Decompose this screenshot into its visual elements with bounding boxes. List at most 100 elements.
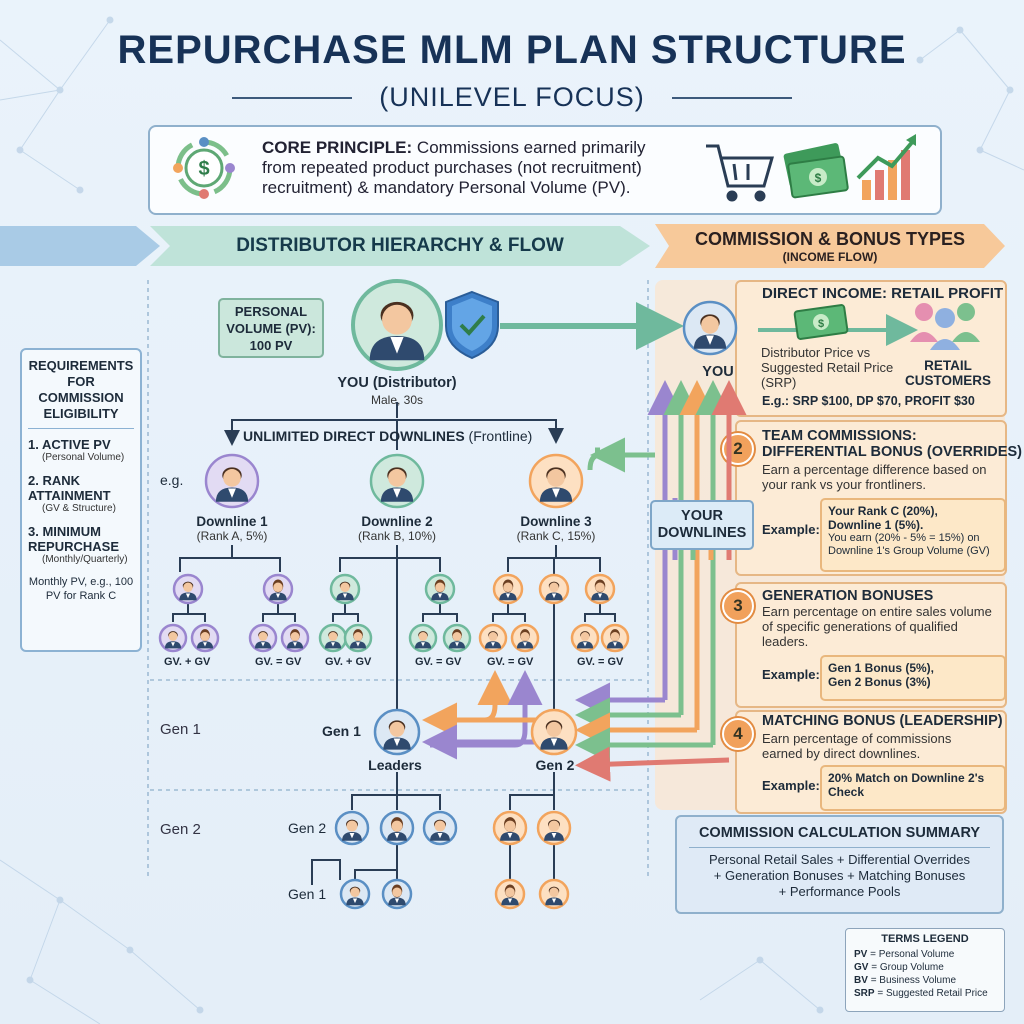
person-avatar-icon <box>536 810 572 846</box>
gen-ex-line2: Gen 2 Bonus (3%) <box>828 675 931 689</box>
downline-3-rank: (Rank C, 15%) <box>516 529 596 543</box>
direct-income-title: DIRECT INCOME: RETAIL PROFIT <box>762 285 1004 302</box>
direct-income-text: Distributor Price vs Suggested Retail Pr… <box>761 345 894 390</box>
terms-legend: TERMS LEGEND PV = Personal Volume GV = G… <box>845 928 1005 1012</box>
person-avatar-icon <box>492 573 524 605</box>
team-title-line2: DIFFERENTIAL BONUS (OVERRIDES) <box>762 444 1022 460</box>
gen1-sub-label: Gen 1 <box>288 886 327 902</box>
person-avatar-icon <box>538 878 570 910</box>
person-avatar-icon <box>538 573 570 605</box>
eg-label: e.g. <box>160 472 184 488</box>
legend-item: SRP = Suggested Retail Price <box>854 988 988 999</box>
person-avatar-icon <box>530 708 578 756</box>
gv-label: GV. = GV <box>415 656 462 668</box>
downline-3-name: Downline 3 <box>520 514 592 529</box>
person-avatar-icon <box>351 279 443 371</box>
person-avatar-icon <box>492 810 528 846</box>
team-example-label: Example: <box>762 522 820 537</box>
team-example-box: Your Rank C (20%), Downline 1 (5%). You … <box>820 498 1006 572</box>
person-avatar-icon <box>528 453 584 509</box>
banner-commission: COMMISSION & BONUS TYPES (INCOME FLOW) <box>655 224 1005 268</box>
you-label: YOU (Distributor) <box>337 375 457 391</box>
leaders-label: Leaders <box>368 757 422 773</box>
matching-example-box: 20% Match on Downline 2's Check <box>820 765 1006 811</box>
page-subtitle: (UNILEVEL FOCUS) <box>379 82 645 112</box>
requirements-box: REQUIREMENTS FOR COMMISSION ELIGIBILITY … <box>20 348 142 652</box>
summary-line3: + Performance Pools <box>778 884 901 899</box>
downline-1-rank: (Rank A, 5%) <box>196 529 268 543</box>
core-line3: recruitment) & mandatory Personal Volume… <box>262 178 631 197</box>
requirement-item: 3. MINIMUM REPURCHASE (Monthly/Quarterly… <box>28 524 128 565</box>
matching-title: MATCHING BONUS (LEADERSHIP) <box>762 713 1003 729</box>
team-commission-title: TEAM COMMISSIONS: DIFFERENTIAL BONUS (OV… <box>762 428 1022 460</box>
person-avatar-icon <box>478 623 508 653</box>
person-avatar-icon <box>682 300 738 356</box>
shield-check-icon <box>445 290 499 360</box>
person-avatar-icon <box>158 623 188 653</box>
generation-title: GENERATION BONUSES <box>762 588 934 604</box>
direct-income-example: E.g.: SRP $100, DP $70, PROFIT $30 <box>762 394 975 408</box>
gen2-row-label: Gen 2 <box>160 821 201 838</box>
gv-label: GV. = GV <box>255 656 302 668</box>
generation-number-badge: 3 <box>722 590 754 622</box>
match-ex-line1: 20% Match on Downline 2's <box>828 771 985 785</box>
subtitle-rule-right <box>672 97 792 99</box>
team-ex-line1: Your Rank C (20%), <box>828 504 938 518</box>
legend-item: GV = Group Volume <box>854 962 944 973</box>
person-avatar-icon <box>408 623 438 653</box>
matching-example-label: Example: <box>762 778 820 793</box>
person-avatar-icon <box>204 453 260 509</box>
person-avatar-icon <box>422 810 458 846</box>
downline-2-name: Downline 2 <box>361 514 433 529</box>
cash-icon: $ <box>758 304 918 346</box>
you-sub: Male, 30s <box>370 393 424 407</box>
gv-label: GV. = GV <box>577 656 624 668</box>
person-avatar-icon <box>381 878 413 910</box>
page-title: REPURCHASE MLM PLAN STRUCTURE <box>117 28 907 72</box>
direct-income-card <box>735 280 1007 417</box>
person-avatar-icon <box>494 878 526 910</box>
person-avatar-icon <box>280 623 310 653</box>
commission-summary-box: COMMISSION CALCULATION SUMMARY Personal … <box>675 815 1004 914</box>
downline-1-name: Downline 1 <box>196 514 268 529</box>
gv-label: GV. + GV <box>164 656 211 668</box>
downline-2-rank: (Rank B, 10%) <box>357 529 437 543</box>
requirement-item: 2. RANK ATTAINMENT (GV & Structure) <box>28 473 116 514</box>
core-label: CORE PRINCIPLE: <box>262 138 413 157</box>
person-avatar-icon <box>343 623 373 653</box>
legend-item: PV = Personal Volume <box>854 949 955 960</box>
gen1-node-label: Gen 1 <box>322 723 361 739</box>
core-line1: Commissions earned primarily <box>416 138 646 157</box>
requirements-title: REQUIREMENTS FOR COMMISSION ELIGIBILITY <box>28 358 134 421</box>
team-ex-line2: Downline 1 (5%). <box>828 518 924 532</box>
team-ex-line3: You earn (20% - 5% = 15%) on Downline 1'… <box>828 532 990 557</box>
person-avatar-icon <box>190 623 220 653</box>
legend-item: BV = Business Volume <box>854 975 957 986</box>
person-avatar-icon <box>442 623 472 653</box>
gen1-row-label: Gen 1 <box>160 721 201 738</box>
banner-hierarchy: DISTRIBUTOR HIERARCHY & FLOW <box>150 226 650 266</box>
generation-text: Earn percentage on entire sales volume o… <box>762 604 992 649</box>
subtitle-rule-left <box>232 97 352 99</box>
person-avatar-icon <box>318 623 348 653</box>
person-avatar-icon <box>584 573 616 605</box>
frontline-label: UNLIMITED DIRECT DOWNLINES (Frontline) <box>243 428 533 444</box>
summary-line2: + Generation Bonuses + Matching Bonuses <box>713 868 966 883</box>
your-downlines-box: YOUR DOWNLINES <box>650 500 754 550</box>
person-avatar-icon <box>510 623 540 653</box>
person-avatar-icon <box>329 573 361 605</box>
svg-text:$: $ <box>818 318 824 330</box>
person-avatar-icon <box>379 810 415 846</box>
person-avatar-icon <box>424 573 456 605</box>
person-avatar-icon <box>600 623 630 653</box>
gv-label: GV. = GV <box>487 656 534 668</box>
person-avatar-icon <box>334 810 370 846</box>
person-avatar-icon <box>172 573 204 605</box>
gen2-node-label: Gen 2 <box>535 757 575 773</box>
person-avatar-icon <box>262 573 294 605</box>
summary-line1: Personal Retail Sales + Differential Ove… <box>709 852 970 867</box>
person-avatar-icon <box>369 453 425 509</box>
core-principle-text: CORE PRINCIPLE: Commissions earned prima… <box>262 138 682 198</box>
